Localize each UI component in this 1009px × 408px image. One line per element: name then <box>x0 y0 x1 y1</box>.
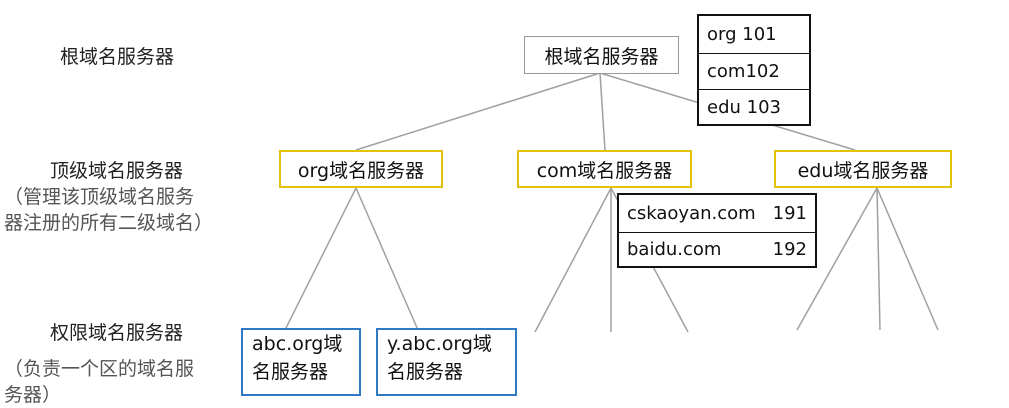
root-server-node: 根域名服务器 <box>524 36 679 74</box>
level-label-auth: 权限域名服务器 <box>50 322 184 344</box>
com-server-table: cskaoyan.com 191 baidu.com 192 <box>617 193 817 268</box>
edu-server-node: edu域名服务器 <box>774 150 952 188</box>
com-table-domain: baidu.com <box>627 239 722 260</box>
table-row: cskaoyan.com 191 <box>619 195 815 232</box>
com-server-label: com域名服务器 <box>536 159 673 182</box>
y-abc-org-label-line1: y.abc.org域 <box>387 333 492 355</box>
table-row: baidu.com 192 <box>619 232 815 266</box>
table-row: edu 103 <box>699 89 809 124</box>
root-table-entry: com102 <box>707 61 780 82</box>
level-note-tld-line1: （管理该顶级域名服务 <box>4 186 195 208</box>
level-label-tld: 顶级域名服务器 <box>50 160 184 182</box>
abc-org-label-line2: 名服务器 <box>252 361 329 383</box>
root-table-entry: edu 103 <box>707 96 781 118</box>
abc-org-server-node: abc.org域 名服务器 <box>241 328 361 396</box>
root-server-label: 根域名服务器 <box>544 45 659 68</box>
link-edu-branch-2 <box>876 187 881 331</box>
table-row: org 101 <box>699 16 809 53</box>
table-row: com102 <box>699 53 809 89</box>
link-com-branch-1 <box>534 187 612 333</box>
level-note-auth-line2: 务器） <box>4 384 62 406</box>
level-note-auth-line1: （负责一个区的域名服 <box>4 358 195 380</box>
abc-org-label-line1: abc.org域 <box>252 333 343 355</box>
level-label-root: 根域名服务器 <box>60 46 175 68</box>
org-server-label: org域名服务器 <box>297 159 425 182</box>
com-table-value: 191 <box>772 203 807 224</box>
com-table-domain: cskaoyan.com <box>627 203 756 224</box>
root-table-entry: org 101 <box>707 24 777 45</box>
link-org-yabc <box>355 187 419 331</box>
link-root-com <box>599 72 606 151</box>
com-server-node: com域名服务器 <box>517 150 692 188</box>
com-table-value: 192 <box>772 239 807 260</box>
y-abc-org-label-line2: 名服务器 <box>387 361 464 383</box>
link-root-org <box>355 72 601 151</box>
level-note-tld-line2: 器注册的所有二级域名） <box>4 212 214 234</box>
link-org-abc <box>284 187 357 331</box>
link-edu-branch-1 <box>796 187 878 331</box>
link-edu-branch-3 <box>876 187 939 331</box>
y-abc-org-server-node: y.abc.org域 名服务器 <box>376 328 517 396</box>
edu-server-label: edu域名服务器 <box>797 159 929 182</box>
org-server-node: org域名服务器 <box>279 150 443 188</box>
root-server-table: org 101 com102 edu 103 <box>697 14 811 126</box>
